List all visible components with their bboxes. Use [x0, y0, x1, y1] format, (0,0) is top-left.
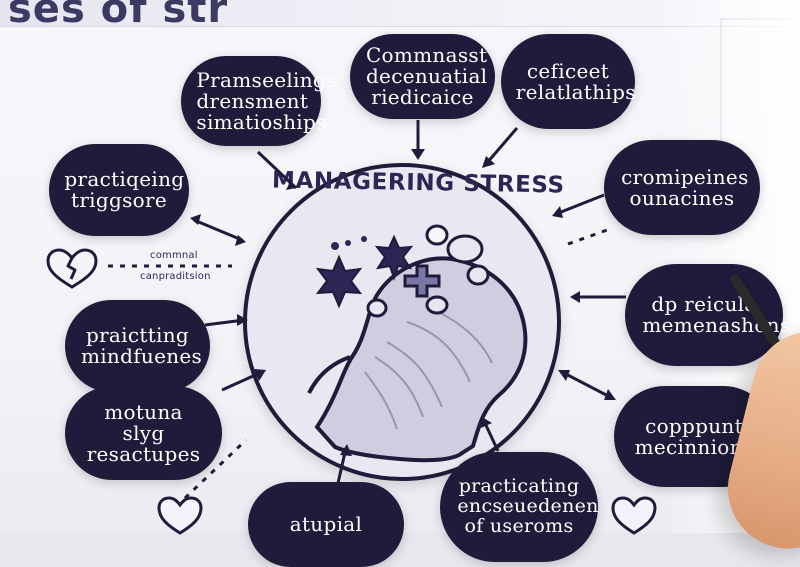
topic-bubble-right-1-label: cromipeines ounacines	[621, 164, 749, 210]
topic-bubble-top-right-label: ceficeet relatlathips	[515, 58, 636, 104]
topic-bubble-right-2-label: dp reicula memenashons	[642, 292, 791, 337]
center-illustration-circle	[243, 163, 561, 481]
topic-bubble-left-1: practiqeing triggsore	[49, 144, 189, 236]
header-partial-title: ses of str	[8, 0, 229, 32]
heart-icon-bottom-right	[611, 496, 657, 535]
topic-bubble-bottom-1-label: practicating encseuedenen of useroms	[457, 475, 599, 537]
heart-icon-bottom-left	[157, 496, 203, 535]
topic-bubble-right-1: cromipeines ounacines	[604, 140, 760, 235]
topic-bubble-left-2: praictting mindfuenes	[65, 300, 210, 392]
head-illustration	[307, 224, 528, 463]
center-title: MANAGERING STRESS	[271, 167, 565, 199]
topic-bubble-left-2-label: praictting mindfuenes	[80, 323, 203, 368]
topic-bubble-bottom-2-label: atupial	[289, 512, 363, 536]
topic-bubble-left-3-label: motuna slyg resactupes	[86, 399, 201, 466]
topic-bubble-bottom-2: atupial	[248, 482, 404, 567]
topic-bubble-left-1-label: practiqeing triggsore	[64, 167, 185, 212]
topic-bubble-top-center: Commnasst decenuatial riedicaice	[350, 34, 495, 119]
topic-bubble-top-left-label: Pramseelings drensment simatioships	[196, 67, 337, 134]
topic-bubble-right-3-label: copppunt mecinnions	[634, 413, 754, 459]
topic-bubble-bottom-1: practicating encseuedenen of useroms	[440, 452, 598, 562]
small-note-1: commnal	[150, 250, 198, 261]
small-note-2: canpraditsion	[140, 271, 211, 282]
topic-bubble-top-center-label: Commnasst decenuatial riedicaice	[365, 43, 488, 109]
heart-broken-icon	[46, 248, 98, 289]
topic-bubble-left-3: motuna slyg resactupes	[65, 386, 222, 480]
topic-bubble-top-left: Pramseelings drensment simatioships	[181, 56, 337, 146]
topic-bubble-top-right: ceficeet relatlathips	[501, 34, 635, 129]
